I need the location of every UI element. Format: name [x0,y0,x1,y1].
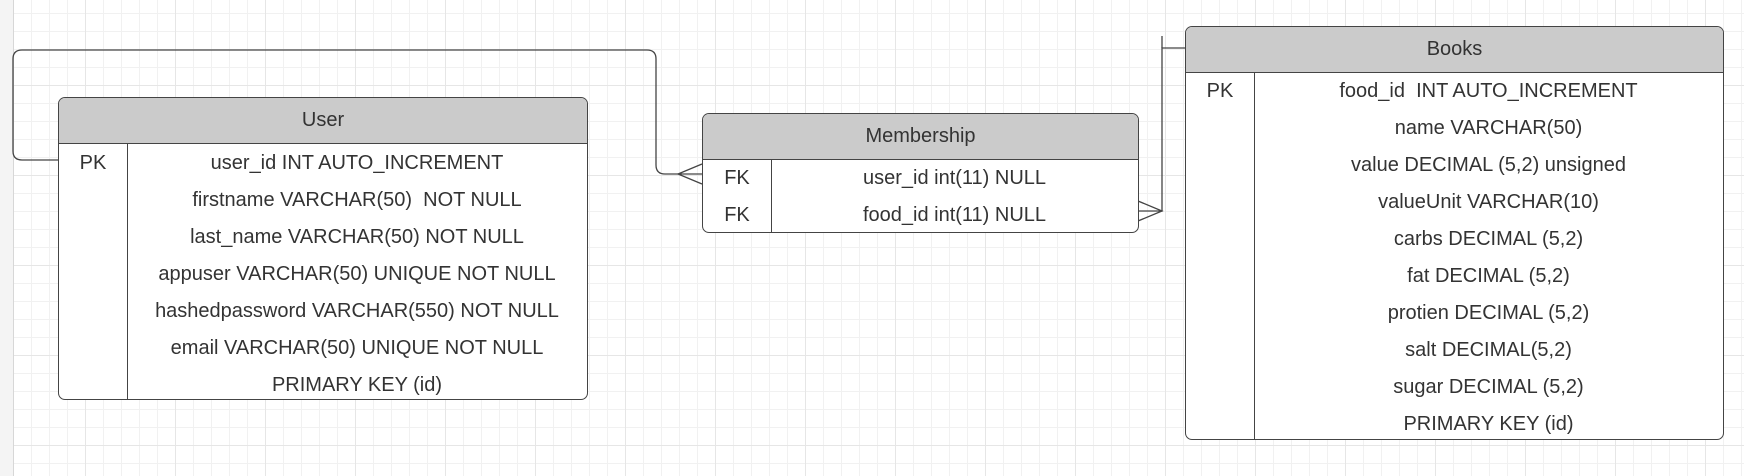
entity-title: Books [1426,38,1483,60]
field-definition: food_id INT AUTO_INCREMENT [1339,80,1638,102]
field-definition: carbs DECIMAL (5,2) [1393,228,1584,250]
field-definition: last_name VARCHAR(50) NOT NULL [190,226,524,248]
entity-title: User [301,109,345,131]
entity-row[interactable]: hashedpassword VARCHAR(550) NOT NULL [59,293,587,330]
entity-row[interactable]: FK food_id int(11) NULL [703,197,1138,232]
field-definition: protien DECIMAL (5,2) [1387,302,1590,324]
key-badge: PK [1206,80,1234,102]
field-definition: hashedpassword VARCHAR(550) NOT NULL [155,300,559,322]
entity-row[interactable]: PK user_id INT AUTO_INCREMENT [59,145,587,182]
entity-row[interactable]: FK user_id int(11) NULL [703,160,1138,197]
key-badge: FK [724,204,750,226]
entity-row[interactable]: PRIMARY KEY (id) [59,367,587,399]
entity-row[interactable]: name VARCHAR(50) [1186,110,1723,147]
entity-user[interactable]: User PK user_id INT AUTO_INCREMENT firstn… [58,97,588,400]
field-definition: PRIMARY KEY (id) [1403,413,1574,435]
field-definition: email VARCHAR(50) UNIQUE NOT NULL [170,337,544,359]
entity-row[interactable]: firstname VARCHAR(50) NOT NULL [59,182,587,219]
entity-row[interactable]: protien DECIMAL (5,2) [1186,295,1723,332]
field-definition: user_id INT AUTO_INCREMENT [210,152,504,174]
entity-row[interactable]: PK food_id INT AUTO_INCREMENT [1186,73,1723,110]
entity-row[interactable]: last_name VARCHAR(50) NOT NULL [59,219,587,256]
entity-row[interactable]: fat DECIMAL (5,2) [1186,258,1723,295]
relationship-line-books-membership[interactable] [1138,47,1185,212]
crowfoot-many-icon [676,163,703,185]
field-definition: appuser VARCHAR(50) UNIQUE NOT NULL [158,263,556,285]
entity-membership[interactable]: Membership FK user_id int(11) NULL FK food… [702,113,1139,233]
entity-row[interactable]: carbs DECIMAL (5,2) [1186,221,1723,258]
entity-row[interactable]: email VARCHAR(50) UNIQUE NOT NULL [59,330,587,367]
entity-header: Membership [703,114,1138,160]
field-definition: sugar DECIMAL (5,2) [1393,376,1584,398]
key-column-divider [59,144,128,399]
entity-header: Books [1186,27,1723,73]
key-badge: PK [79,152,107,174]
key-column-divider [1186,73,1255,439]
entity-row[interactable]: value DECIMAL (5,2) unsigned [1186,147,1723,184]
field-definition: user_id int(11) NULL [862,167,1047,189]
entity-header: User [59,98,587,144]
relationship-line-user-membership[interactable] [12,49,678,175]
field-definition: PRIMARY KEY (id) [271,374,443,396]
field-definition: firstname VARCHAR(50) NOT NULL [192,189,522,211]
entity-row[interactable]: valueUnit VARCHAR(10) [1186,184,1723,221]
entity-body: PK user_id INT AUTO_INCREMENT firstname V… [59,144,587,399]
key-column-divider [703,160,772,232]
key-badge: FK [724,167,750,189]
entity-body: PK food_id INT AUTO_INCREMENT name VARCHA… [1186,73,1723,439]
entity-title: Membership [865,125,976,147]
entity-row[interactable]: salt DECIMAL(5,2) [1186,332,1723,369]
entity-row[interactable]: appuser VARCHAR(50) UNIQUE NOT NULL [59,256,587,293]
field-definition: value DECIMAL (5,2) unsigned [1351,154,1626,176]
field-definition: food_id int(11) NULL [862,204,1047,226]
field-definition: name VARCHAR(50) [1394,117,1583,139]
crowfoot-many-icon [1137,200,1164,222]
entity-row[interactable]: PRIMARY KEY (id) [1186,406,1723,439]
field-definition: salt DECIMAL(5,2) [1405,339,1572,361]
entity-body: FK user_id int(11) NULL FK food_id int(11)… [703,160,1138,232]
field-definition: fat DECIMAL (5,2) [1407,265,1570,287]
field-definition: valueUnit VARCHAR(10) [1378,191,1599,213]
entity-row[interactable]: sugar DECIMAL (5,2) [1186,369,1723,406]
entity-books[interactable]: Books PK food_id INT AUTO_INCREMENT name … [1185,26,1724,440]
canvas-left-edge [0,0,14,476]
